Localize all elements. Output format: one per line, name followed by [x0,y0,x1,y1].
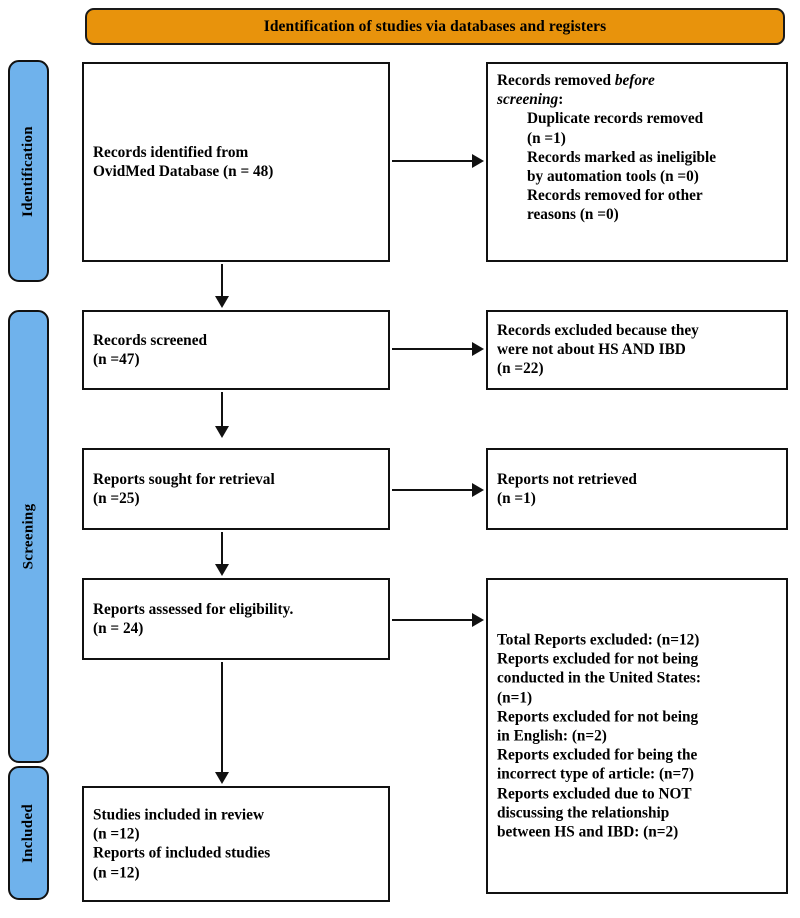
arrowhead-screened-to-excluded [472,341,484,356]
reports-sought-line-1: Reports sought for retrieval [93,470,275,488]
box-records-removed-before-screening: Records removed before screening: Duplic… [486,62,788,262]
records-excluded-line-3: (n =22) [497,360,544,378]
reports-assessed-line-2: (n = 24) [93,620,144,637]
excluded-total-line-11: between HS and IBD: (n=2) [497,823,679,841]
excluded-total-line-10: discussing the relationship [497,804,670,822]
connector-screened-to-sought [221,392,224,426]
records-removed-line-4: (n =1) [527,129,566,147]
arrowhead-sought-to-assessed [214,564,229,576]
records-screened-line-1: Records screened [93,331,207,349]
excluded-total-line-1: Total Reports excluded: (n=12) [497,631,700,649]
stage-rail-screening: Screening [8,310,49,763]
records-identified-line-1: Records identified from [93,143,249,161]
connector-identified-to-screened [221,264,224,296]
reports-sought-line-2: (n =25) [93,490,140,507]
box-reports-assessed: Reports assessed for eligibility. (n = 2… [82,578,390,660]
excluded-total-line-3: conducted in the United States: [497,669,701,687]
connector-assessed-to-included [221,662,224,772]
connector-screened-to-excluded [392,348,472,351]
records-excluded-line-1: Records excluded because they [497,322,699,340]
records-identified-line-2: OvidMed Database (n = 48) [93,163,274,180]
box-reports-sought: Reports sought for retrieval (n =25) [82,448,390,530]
arrowhead-screened-to-sought [214,426,229,438]
records-screened-line-2: (n =47) [93,351,140,368]
reports-assessed-line-1: Reports assessed for eligibility. [93,600,294,618]
connector-sought-to-notretrieved [392,489,472,492]
excluded-total-line-5: Reports excluded for not being [497,708,699,726]
box-studies-included: Studies included in review (n =12) Repor… [82,786,390,902]
stage-rail-identification-label: Identification [20,125,36,217]
studies-included-line-3: Reports of included studies [93,845,271,862]
box-reports-not-retrieved: Reports not retrieved (n =1) [486,448,788,530]
arrowhead-sought-to-notretrieved [472,482,484,497]
records-removed-line-3: Duplicate records removed [527,110,704,128]
studies-included-line-4: (n =12) [93,864,140,882]
box-records-identified: Records identified from OvidMed Database… [82,62,390,262]
stage-rail-included-label: Included [20,803,36,863]
records-removed-line-8: reasons (n =0) [527,206,619,224]
reports-not-retrieved-line-1: Reports not retrieved [497,470,637,488]
connector-identified-to-removed [392,160,472,163]
excluded-total-line-4: (n=1) [497,689,533,707]
records-removed-line-1: Records removed before [497,72,655,89]
stage-rail-included: Included [8,766,49,900]
records-excluded-line-2: were not about HS AND IBD [497,341,686,359]
stage-rail-identification: Identification [8,60,49,282]
identification-banner: Identification of studies via databases … [85,8,785,45]
records-removed-line-5: Records marked as ineligible [527,148,717,166]
studies-included-line-2: (n =12) [93,825,140,843]
excluded-total-line-7: Reports excluded for being the [497,746,698,764]
reports-not-retrieved-line-2: (n =1) [497,490,536,507]
records-removed-line-2: screening: [497,91,564,109]
excluded-total-line-8: incorrect type of article: (n=7) [497,765,695,783]
banner-label: Identification of studies via databases … [263,17,607,35]
box-records-screened: Records screened (n =47) [82,310,390,390]
excluded-total-line-9: Reports excluded due to NOT [497,784,692,802]
connector-sought-to-assessed [221,532,224,564]
excluded-total-line-2: Reports excluded for not being [497,650,699,668]
box-records-excluded-screening: Records excluded because they were not a… [486,310,788,390]
records-removed-line-7: Records removed for other [527,187,703,205]
connector-assessed-to-excludedtotal [392,619,472,622]
excluded-total-line-6: in English: (n=2) [497,727,607,745]
arrowhead-assessed-to-excludedtotal [472,612,484,627]
studies-included-line-1: Studies included in review [93,806,264,824]
stage-rail-screening-label: Screening [20,503,37,570]
arrowhead-identified-to-removed [472,153,484,168]
box-reports-excluded-total: Total Reports excluded: (n=12) Reports e… [486,578,788,894]
arrowhead-identified-to-screened [214,296,229,308]
arrowhead-assessed-to-included [214,772,229,784]
records-removed-line-6: by automation tools (n =0) [527,167,699,185]
